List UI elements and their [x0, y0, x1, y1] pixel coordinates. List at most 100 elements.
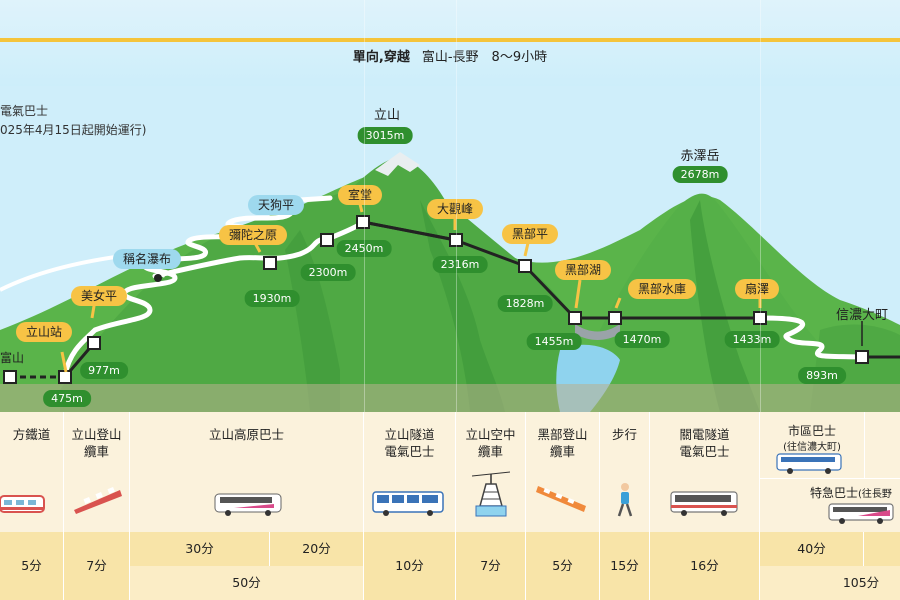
mode-tunnel-bus: 立山隧道電氣巴士 — [364, 412, 456, 532]
snow-cap — [375, 152, 420, 176]
mode-kanden-bus-line1: 關電隧道 — [679, 427, 730, 442]
pin-tail-murodo — [358, 203, 364, 213]
kanden-bus-icon — [670, 491, 738, 516]
mode-tunnel-bus-label: 立山隧道電氣巴士 — [364, 426, 455, 460]
train-icon — [0, 495, 45, 513]
mode-buses-end: 市區巴士 (往信濃大町) 特急巴士(往長野 — [760, 412, 900, 532]
altitude-977: 977m — [80, 362, 128, 379]
falls-marker — [154, 274, 162, 282]
mode-local-rail: 方鐵道 — [0, 412, 64, 532]
akazawa-shade — [690, 200, 760, 412]
mode-kurobe-cable-line1: 黑部登山 — [537, 427, 588, 442]
mode-city-bus-sub: (往信濃大町) — [783, 442, 841, 453]
mode-walk-label: 步行 — [611, 427, 637, 442]
mode-highland-bus-label: 立山高原巴士 — [208, 427, 284, 442]
note-line-1: 電氣巴士 — [0, 104, 49, 118]
mode-tunnel-bus-line1: 立山隧道 — [384, 427, 435, 442]
station-marker-bijodaira — [87, 336, 101, 350]
mode-kurobe-cable-label: 黑部登山纜車 — [526, 426, 599, 460]
altitude-475: 475m — [43, 390, 91, 407]
station-marker-tateyama — [58, 370, 72, 384]
station-marker-kurobedaira — [518, 259, 532, 273]
kurobe-cable-icon — [536, 486, 586, 512]
station-marker-tengudaira — [320, 233, 334, 247]
mode-highland-bus: 立山高原巴士 — [130, 412, 364, 532]
time-ropeway: 7分 — [456, 532, 526, 600]
altitude-2450: 2450m — [336, 240, 392, 257]
station-marker-kurobe-dam — [608, 311, 622, 325]
tunnel-bus-icon — [372, 491, 444, 516]
express-bus-icon — [828, 503, 894, 524]
peak-tateyama-name: 立山 — [373, 108, 401, 123]
time-tunnel-bus: 10分 — [364, 532, 456, 600]
station-marker-daikanbo — [449, 233, 463, 247]
station-label-bijodaira: 美女平 — [70, 286, 128, 306]
mode-tateyama-cable-label: 立山登山纜車 — [64, 426, 129, 460]
mode-city-bus-name: 市區巴士 — [787, 424, 836, 438]
time-tateyama-cable: 7分 — [64, 532, 130, 600]
station-label-toyama: 富山 — [0, 351, 25, 365]
station-label-midagahara: 彌陀之原 — [218, 225, 288, 245]
mode-divider-h — [760, 478, 900, 479]
time-city-bus-pad — [864, 532, 900, 566]
altitude-893: 893m — [798, 367, 846, 384]
time-highland-bus-b: 20分 — [270, 532, 364, 566]
altitude-1828: 1828m — [497, 295, 553, 312]
time-kanden-bus: 16分 — [650, 532, 760, 600]
altitude-1433: 1433m — [724, 331, 780, 348]
pin-tail-tateyama — [60, 351, 68, 373]
spot-label-tengudaira: 天狗平 — [247, 195, 305, 215]
mode-tateyama-cable: 立山登山纜車 — [64, 412, 130, 532]
mode-express-bus-name: 特急巴士 — [810, 486, 859, 500]
station-label-shinano-omachi: 信濃大町 — [836, 308, 889, 323]
station-marker-midagahara — [263, 256, 277, 270]
highland-bus-icon — [214, 493, 282, 516]
mode-city-bus-label: 市區巴士 (往信濃大町) — [760, 424, 864, 455]
ridge-shade-1 — [420, 200, 505, 412]
column-guide-1 — [364, 0, 365, 412]
header-banner: 單向,穿越富山-長野 8～9小時 — [0, 0, 900, 86]
pin-tail-kurobedaira — [523, 242, 530, 257]
altitude-1930: 1930m — [244, 290, 300, 307]
mode-kanden-bus: 關電隧道電氣巴士 — [650, 412, 760, 532]
station-marker-ogizawa — [753, 311, 767, 325]
column-guide-3 — [760, 0, 761, 412]
time-rail: 5分 — [0, 532, 64, 600]
mode-kanden-bus-label: 關電隧道電氣巴士 — [650, 426, 759, 460]
time-city-bus: 40分 — [760, 532, 864, 566]
note-line-2: 025年4月15日起開始運行) — [0, 123, 147, 137]
highland-road-2 — [152, 235, 333, 279]
station-marker-murodo — [356, 215, 370, 229]
route-title-detail: 富山-長野 8～9小時 — [421, 50, 548, 65]
station-label-kurobe-dam: 黑部水庫 — [627, 279, 697, 299]
mode-express-bus-sub: (往長野 — [858, 489, 892, 500]
kurobe-dam — [575, 324, 620, 340]
ridge-shade-2 — [285, 230, 340, 412]
altitude-1470: 1470m — [614, 331, 670, 348]
mode-walk: 步行 — [600, 412, 650, 532]
descent-road — [757, 315, 865, 360]
ground — [0, 384, 900, 412]
column-guide-2 — [456, 0, 457, 412]
walker-icon — [617, 483, 633, 517]
time-highland-bus-a: 30分 — [130, 532, 270, 566]
peak-akazawa-alt: 2678m — [672, 166, 728, 183]
mode-kanden-bus-line2: 電氣巴士 — [679, 444, 730, 459]
station-label-tateyama: 立山站 — [15, 322, 73, 342]
station-label-kurobeko: 黑部湖 — [554, 260, 612, 280]
altitude-2300: 2300m — [300, 264, 356, 281]
mode-divider — [864, 412, 865, 478]
altitude-2316: 2316m — [432, 256, 488, 273]
station-label-ogizawa: 扇澤 — [734, 279, 780, 299]
mode-tunnel-bus-line2: 電氣巴士 — [384, 444, 435, 459]
mode-tateyama-cable-line2: 纜車 — [83, 444, 109, 459]
mode-ropeway: 立山空中纜車 — [456, 412, 526, 532]
mode-ropeway-line1: 立山空中 — [465, 427, 516, 442]
time-highland-bus-total: 50分 — [130, 566, 364, 600]
mode-ropeway-line2: 纜車 — [477, 444, 503, 459]
station-label-kurobedaira: 黑部平 — [501, 224, 559, 244]
akazawa-mass — [600, 193, 860, 412]
pin-tail-kurobeko — [574, 279, 582, 309]
station-label-daikanbo: 大觀峰 — [426, 199, 484, 219]
station-label-murodo: 室堂 — [337, 185, 383, 205]
